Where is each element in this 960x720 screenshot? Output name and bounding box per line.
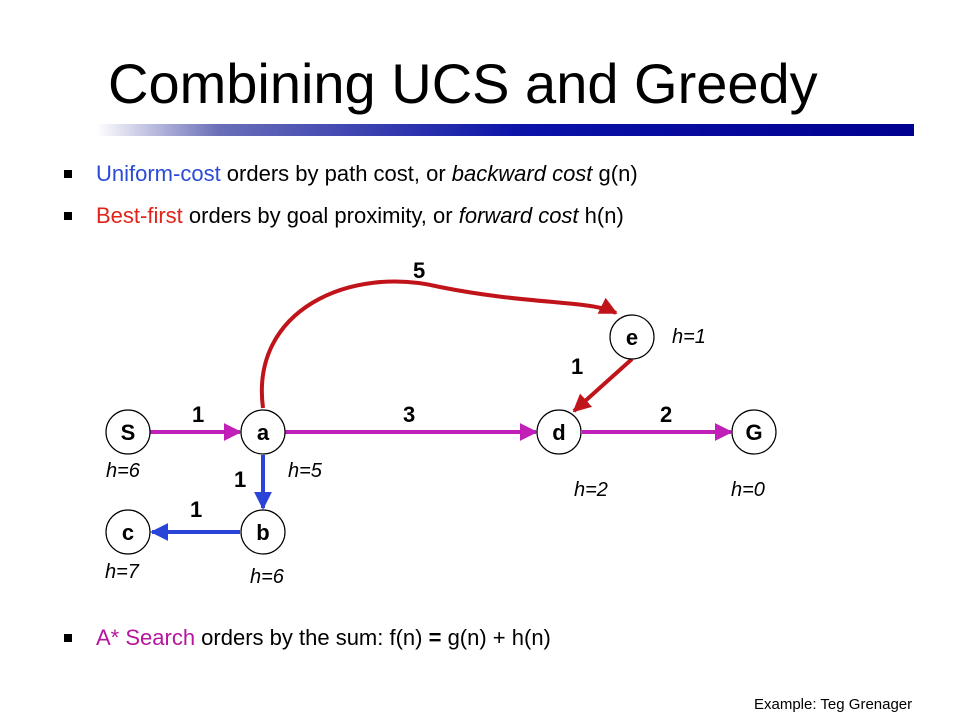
node-label: b — [256, 520, 269, 545]
example-credit: Example: Teg Grenager — [754, 696, 913, 713]
bullet-best-first: Best-first orders by goal proximity, or … — [64, 202, 624, 230]
bullet-text: h(n) — [578, 203, 624, 228]
node-a: a — [240, 409, 286, 455]
bullet-bold: = — [428, 625, 442, 650]
edge-label-a-b: 1 — [234, 467, 246, 492]
heuristic-g: h=0 — [731, 479, 765, 501]
heuristic-a: h=5 — [288, 460, 323, 482]
node-e: e — [609, 314, 655, 360]
bullet-a-star: A* Search orders by the sum: f(n) = g(n)… — [64, 624, 551, 652]
bullet-italic: backward cost — [451, 161, 593, 186]
node-c: c — [105, 509, 151, 555]
edge-label-a-e: 5 — [413, 258, 425, 283]
bullet-text: g(n) + h(n) — [441, 625, 551, 650]
edge-label-b-c: 1 — [190, 497, 202, 522]
node-label: c — [122, 520, 134, 545]
bullet-square-icon — [64, 212, 72, 220]
edge-label-e-d: 1 — [571, 354, 583, 379]
heuristic-c: h=7 — [105, 561, 140, 583]
bullet-uniform-cost: Uniform-cost orders by path cost, or bac… — [64, 160, 638, 188]
node-label: d — [552, 420, 565, 445]
heuristic-e: h=1 — [672, 326, 706, 348]
slide-title: Combining UCS and Greedy — [108, 52, 818, 115]
node-d: d — [536, 409, 582, 455]
node-label: a — [257, 420, 270, 445]
bullet-highlight: A* Search — [96, 625, 196, 650]
node-g: G — [731, 409, 777, 455]
edge-label-s-a: 1 — [192, 402, 204, 427]
node-label: e — [626, 325, 638, 350]
edge-a-e — [259, 279, 618, 409]
bullet-square-icon — [64, 634, 72, 642]
edge-label-a-d: 3 — [403, 402, 415, 427]
bullet-text: orders by the sum: f(n) — [195, 625, 429, 650]
bullet-highlight: Best-first — [96, 203, 183, 228]
heuristic-b: h=6 — [250, 566, 285, 588]
bullet-square-icon — [64, 170, 72, 178]
node-s: S — [105, 409, 151, 455]
node-label: G — [745, 420, 762, 445]
bullet-text: orders by path cost, or — [220, 161, 452, 186]
node-label: S — [121, 420, 136, 445]
node-b: b — [240, 509, 286, 555]
bullet-text: g(n) — [592, 161, 638, 186]
heuristic-d: h=2 — [574, 479, 608, 501]
edge-e-d — [572, 357, 634, 413]
bullet-text: orders by goal proximity, or — [182, 203, 459, 228]
edge-label-d-g: 2 — [660, 402, 672, 427]
title-underline — [44, 124, 914, 136]
heuristic-s: h=6 — [106, 460, 141, 482]
bullet-italic: forward cost — [458, 203, 579, 228]
bullet-highlight: Uniform-cost — [96, 161, 221, 186]
